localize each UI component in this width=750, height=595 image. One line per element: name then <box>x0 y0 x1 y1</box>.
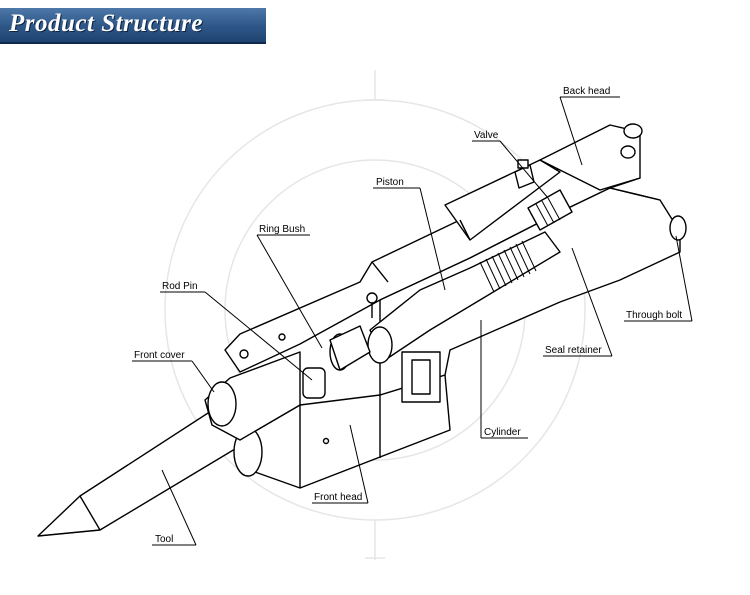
breaker-drawing <box>37 123 687 537</box>
section-header-banner: Product Structure <box>0 8 266 44</box>
label-through-bolt: Through bolt <box>626 310 682 321</box>
label-valve: Valve <box>474 130 499 141</box>
ring-bush-part <box>329 325 371 371</box>
label-tool: Tool <box>155 534 173 545</box>
rod-pin-part <box>302 292 378 399</box>
label-rod-pin: Rod Pin <box>162 281 198 292</box>
label-seal-retainer: Seal retainer <box>545 345 602 356</box>
label-cylinder: Cylinder <box>484 427 521 438</box>
label-ring-bush: Ring Bush <box>259 224 305 235</box>
back-head-part <box>539 123 643 191</box>
label-back-head: Back head <box>563 86 610 97</box>
piston-part <box>367 231 561 364</box>
label-piston: Piston <box>376 177 404 188</box>
valve-part <box>514 159 573 231</box>
label-front-cover: Front cover <box>134 350 185 361</box>
section-title: Product Structure <box>9 10 203 37</box>
watermark-logo <box>164 70 586 560</box>
cylinder-part <box>379 187 687 403</box>
part-labels: Back head Valve Piston Ring Bush Rod Pin… <box>134 86 682 545</box>
label-front-head: Front head <box>314 492 362 503</box>
leader-lines <box>132 96 693 546</box>
front-cover-part <box>204 351 301 441</box>
